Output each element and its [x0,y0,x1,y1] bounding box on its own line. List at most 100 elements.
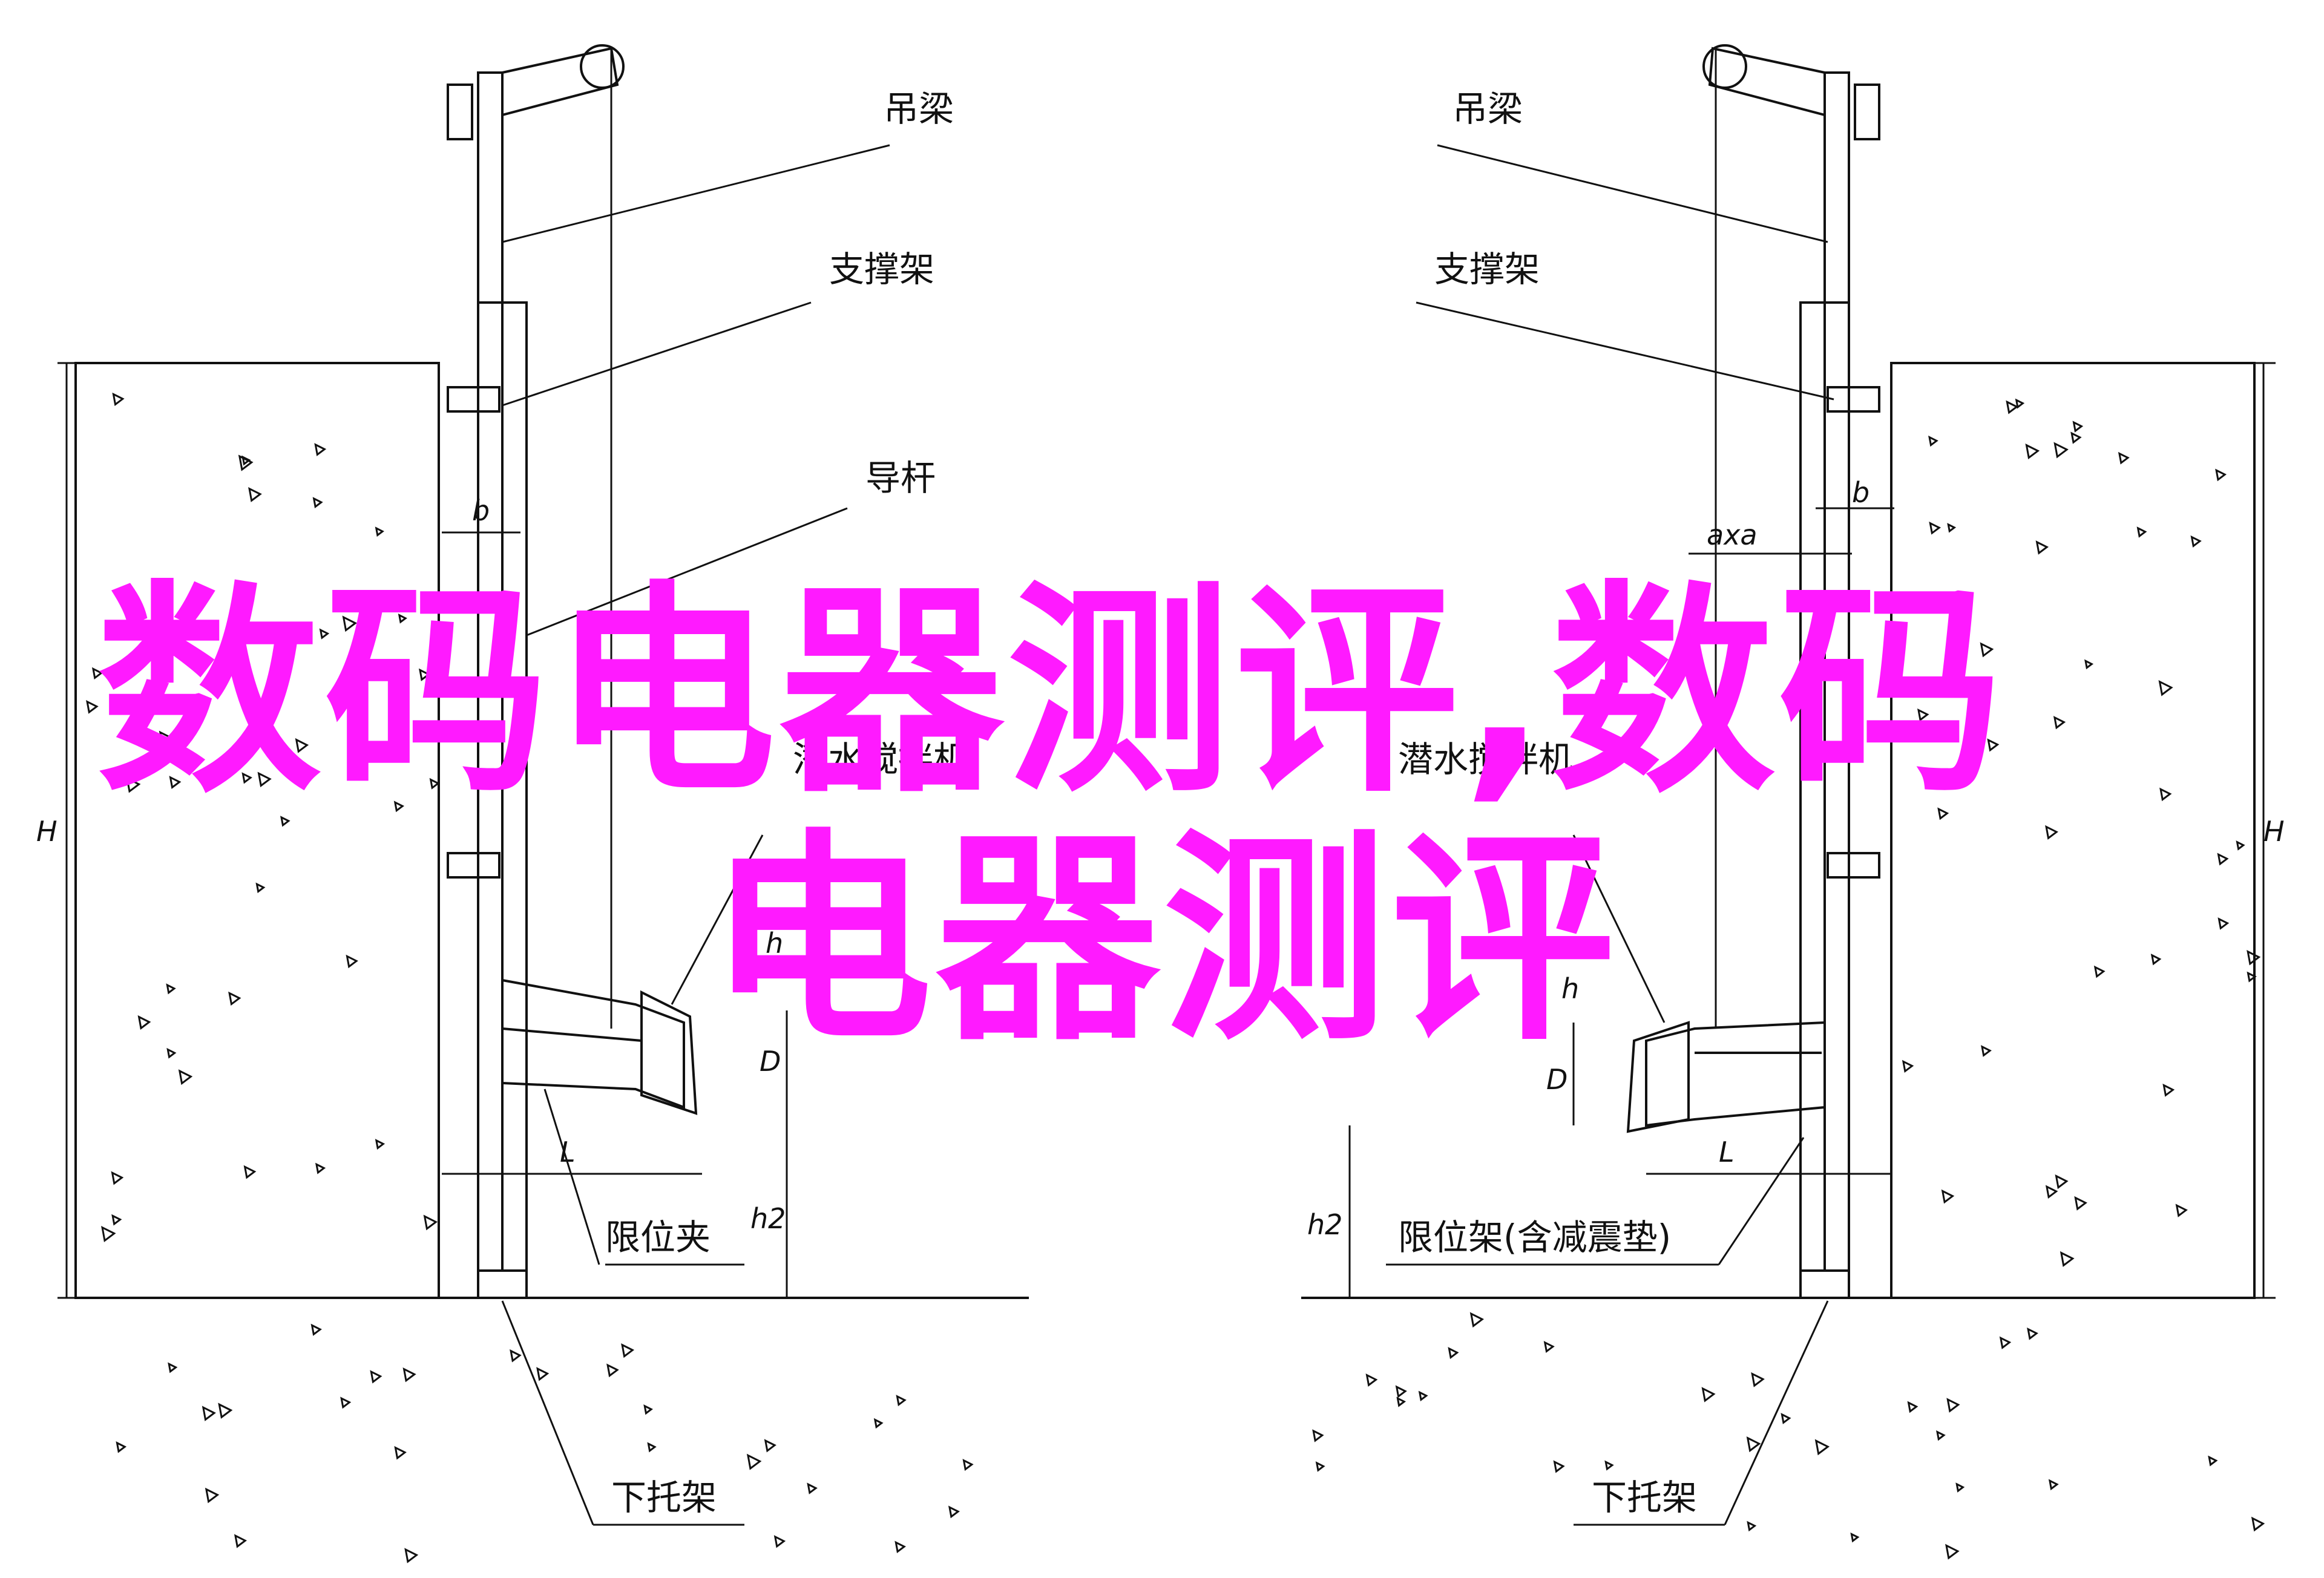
aggregate-mark [238,454,254,471]
aggregate-mark [1781,1413,1791,1424]
aggregate-mark [1999,1336,2012,1349]
aggregate-mark [2035,540,2049,555]
aggregate-mark [168,1362,178,1373]
aggregate-mark [621,1343,635,1358]
aggregate-mark [310,1323,322,1336]
overlay-title-line-2: 电器测评 [708,811,1618,1071]
aggregate-mark [1751,1372,1765,1387]
aggregate-mark [112,392,125,407]
left-crane-mast [477,71,504,304]
aggregate-mark [1312,1429,1324,1442]
aggregate-mark [1701,1387,1716,1403]
left-mixer [501,978,685,1109]
aggregate-mark [137,1015,151,1030]
aggregate-mark [1850,1532,1860,1543]
right-label-bracket: 支撑架 [1434,249,1540,290]
aggregate-mark [1955,1482,1965,1493]
aggregate-mark [2084,659,2094,670]
aggregate-mark [773,1535,786,1548]
aggregate-mark [1448,1347,1459,1360]
aggregate-mark [166,983,176,995]
aggregate-mark [2070,431,2082,444]
aggregate-mark [510,1349,522,1363]
left-dim-H: H [36,815,57,848]
aggregate-mark [2072,421,2084,433]
aggregate-mark [280,816,290,827]
right-crane-mast [1823,71,1850,304]
aggregate-mark [1395,1385,1407,1398]
aggregate-mark [342,615,358,632]
aggregate-mark [2190,535,2202,548]
aggregate-mark [1980,642,1994,658]
aggregate-mark [394,1445,407,1460]
aggregate-mark [1418,1390,1428,1402]
aggregate-mark [346,954,358,969]
aggregate-mark [1941,1189,1955,1204]
aggregate-mark [1947,523,1957,533]
aggregate-mark [2045,1185,2058,1199]
aggregate-mark [896,1395,907,1407]
aggregate-mark [91,667,103,680]
aggregate-mark [166,1047,177,1059]
aggregate-mark [2251,1516,2265,1532]
aggregate-mark [295,738,309,753]
aggregate-mark [429,778,440,790]
aggregate-mark [2247,950,2261,966]
aggregate-mark [2215,468,2227,482]
aggregate-mark [962,1458,974,1472]
aggregate-mark [2055,1174,2069,1190]
aggregate-mark [1977,727,1987,738]
left-label-mixer: 潜水搅拌机 [793,739,968,780]
aggregate-mark [1981,1045,1992,1057]
left-tank-wall [74,362,440,1299]
left-label-bracket: 支撑架 [829,249,934,290]
aggregate-mark [2006,400,2019,414]
aggregate-mark [2150,954,2162,966]
aggregate-mark [404,1548,419,1563]
aggregate-mark [1396,1396,1407,1407]
aggregate-mark [2159,787,2172,802]
aggregate-mark [202,1406,216,1421]
left-dim-L: L [560,1136,576,1168]
right-dim-D: D [1546,1063,1567,1096]
aggregate-mark [159,730,172,745]
right-dim-H: H [2263,815,2285,848]
aggregate-mark [375,526,384,537]
aggregate-mark [894,1540,906,1554]
aggregate-mark [255,882,266,894]
aggregate-mark [275,673,286,684]
aggregate-mark [1917,708,1929,722]
aggregate-mark [2045,825,2058,840]
aggregate-mark [234,1534,247,1548]
aggregate-mark [340,1396,352,1409]
right-label-limit-frame: 限位架(含减震垫) [1398,1217,1671,1258]
aggregate-mark [319,628,330,640]
aggregate-mark [1928,435,1938,447]
aggregate-mark [2236,840,2245,851]
aggregate-mark [1907,1401,1919,1413]
aggregate-mark [111,1171,124,1185]
aggregate-mark [315,1162,326,1174]
aggregate-mark [418,668,431,681]
aggregate-mark [248,486,262,503]
aggregate-mark [116,1441,127,1453]
aggregate-mark [1929,522,1942,535]
aggregate-mark [643,1404,653,1415]
aggregate-mark [228,991,241,1006]
left-label-guide-rod: 导杆 [865,457,936,499]
right-label-crane-beam: 吊梁 [1452,88,1523,129]
aggregate-mark [149,754,163,768]
left-label-crane-beam: 吊梁 [884,88,954,129]
aggregate-mark [370,1370,382,1384]
aggregate-mark [2053,716,2066,730]
aggregate-mark [2217,917,2230,930]
aggregate-mark [1945,1544,1960,1560]
aggregate-mark [398,614,407,624]
left-label-bottom-bracket: 下托架 [611,1477,717,1518]
aggregate-mark [948,1505,960,1519]
aggregate-mark [2158,679,2173,696]
aggregate-mark [1987,738,2000,752]
aggregate-mark [2093,965,2106,978]
aggregate-mark [647,1442,657,1453]
aggregate-mark [243,1165,257,1179]
